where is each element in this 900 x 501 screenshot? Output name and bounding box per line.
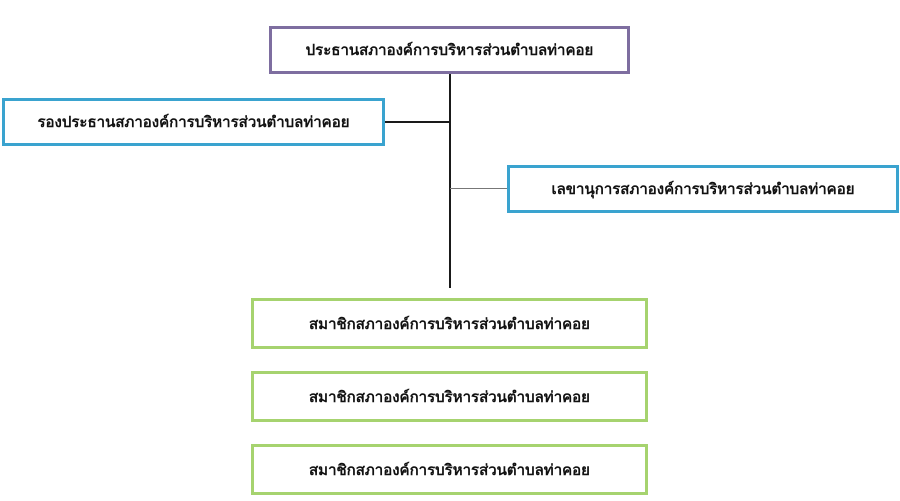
vice-chair-box: รองประธานสภาองค์การบริหารส่วนตำบลท่าคอย [2,98,385,146]
chair-box: ประธานสภาองค์การบริหารส่วนตำบลท่าคอย [269,26,630,74]
vice-chair-connector [385,121,450,123]
secretary-box: เลขานุการสภาองค์การบริหารส่วนตำบลท่าคอย [507,165,899,213]
chair-label: ประธานสภาองค์การบริหารส่วนตำบลท่าคอย [305,41,594,59]
vice-chair-label: รองประธานสภาองค์การบริหารส่วนตำบลท่าคอย [37,113,350,131]
member-label: สมาชิกสภาองค์การบริหารส่วนตำบลท่าคอย [309,387,590,406]
main-vertical-connector [449,74,451,288]
member-box: สมาชิกสภาองค์การบริหารส่วนตำบลท่าคอย [251,371,648,422]
member-label: สมาชิกสภาองค์การบริหารส่วนตำบลท่าคอย [309,460,590,479]
secretary-connector [450,188,507,189]
member-label: สมาชิกสภาองค์การบริหารส่วนตำบลท่าคอย [309,314,590,333]
member-box: สมาชิกสภาองค์การบริหารส่วนตำบลท่าคอย [251,444,648,495]
secretary-label: เลขานุการสภาองค์การบริหารส่วนตำบลท่าคอย [551,180,855,198]
member-box: สมาชิกสภาองค์การบริหารส่วนตำบลท่าคอย [251,298,648,349]
